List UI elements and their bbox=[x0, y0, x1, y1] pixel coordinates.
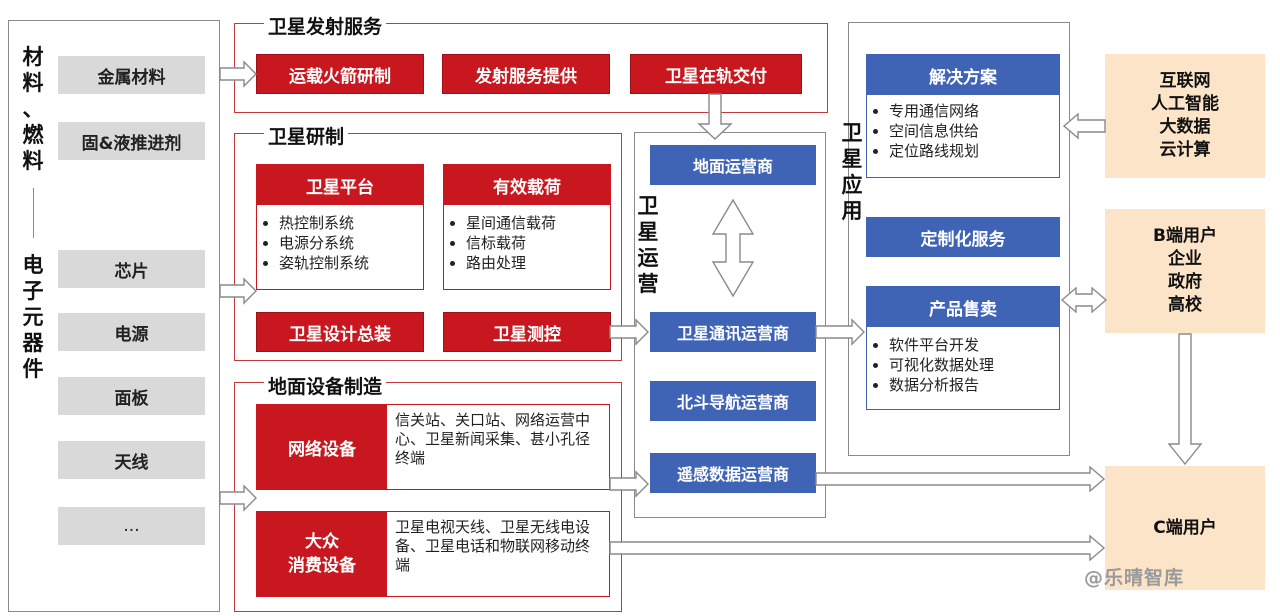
platform-item: 热控制系统 bbox=[279, 213, 423, 233]
network-equipment-label: 网络设备 bbox=[257, 405, 387, 489]
materials-vertical-label: 材 料 、 燃 料 bbox=[22, 45, 44, 173]
material-item: 金属材料 bbox=[58, 56, 205, 94]
platform-card: 卫星平台 热控制系统 电源分系统 姿轨控制系统 bbox=[256, 164, 424, 290]
consumer-equipment-label: 大众 消费设备 bbox=[257, 512, 387, 596]
b-end-users-box: B端用户 企业 政府 高校 bbox=[1105, 209, 1265, 333]
solutions-card: 解决方案 专用通信网络 空间信息供给 定位路线规划 bbox=[866, 54, 1060, 178]
electronics-item: ... bbox=[58, 507, 205, 545]
launch-section-title: 卫星发射服务 bbox=[264, 12, 387, 39]
products-item: 数据分析报告 bbox=[889, 375, 1059, 395]
assembly-box: 卫星设计总装 bbox=[256, 312, 424, 352]
payload-item: 星间通信载荷 bbox=[466, 213, 610, 233]
operator-item: 地面运营商 bbox=[650, 145, 816, 185]
electronics-item: 电源 bbox=[58, 313, 205, 351]
products-title: 产品售卖 bbox=[867, 287, 1059, 327]
right-arrow-icon bbox=[815, 465, 1106, 493]
platform-title: 卫星平台 bbox=[257, 165, 423, 205]
electronics-item: 芯片 bbox=[58, 250, 205, 288]
consumer-equipment-card: 大众 消费设备 卫星电视天线、卫星无线电设备、卫星电话和物联网移动终端 bbox=[256, 511, 610, 597]
products-card: 产品售卖 软件平台开发 可视化数据处理 数据分析报告 bbox=[866, 286, 1060, 410]
left-arrow-icon bbox=[1062, 112, 1106, 140]
ground-equipment-title: 地面设备制造 bbox=[264, 372, 387, 399]
payload-card: 有效载荷 星间通信载荷 信标载荷 路由处理 bbox=[443, 164, 611, 290]
c-end-users-box: C端用户 bbox=[1105, 466, 1265, 590]
launch-item: 卫星在轨交付 bbox=[630, 54, 802, 94]
products-item: 软件平台开发 bbox=[889, 335, 1059, 355]
applications-vertical-label: 卫 星 应 用 bbox=[841, 121, 863, 223]
electronics-vertical-label: 电 子 元 器 件 bbox=[22, 253, 44, 381]
electronics-item: 面板 bbox=[58, 377, 205, 415]
operations-vertical-label: 卫 星 运 营 bbox=[637, 194, 659, 296]
platform-item: 姿轨控制系统 bbox=[279, 253, 423, 273]
material-item: 固&液推进剂 bbox=[58, 122, 205, 160]
network-equipment-text: 信关站、关口站、网络运营中心、卫星新闻采集、甚小孔径终端 bbox=[395, 411, 591, 467]
custom-service-box: 定制化服务 bbox=[866, 217, 1060, 257]
launch-item: 发射服务提供 bbox=[442, 54, 610, 94]
electronics-item: 天线 bbox=[58, 441, 205, 479]
watermark: @乐晴智库 bbox=[1084, 567, 1185, 589]
network-equipment-card: 网络设备 信关站、关口站、网络运营中心、卫星新闻采集、甚小孔径终端 bbox=[256, 404, 610, 490]
solutions-item: 空间信息供给 bbox=[889, 121, 1059, 141]
payload-item: 路由处理 bbox=[466, 253, 610, 273]
solutions-title: 解决方案 bbox=[867, 55, 1059, 95]
tt-c-box: 卫星测控 bbox=[443, 312, 611, 352]
products-item: 可视化数据处理 bbox=[889, 355, 1059, 375]
solutions-item: 专用通信网络 bbox=[889, 101, 1059, 121]
payload-title: 有效载荷 bbox=[444, 165, 610, 205]
satellite-dev-title: 卫星研制 bbox=[264, 122, 349, 149]
solutions-item: 定位路线规划 bbox=[889, 141, 1059, 161]
operator-item: 北斗导航运营商 bbox=[650, 381, 816, 421]
down-arrow-icon bbox=[1167, 333, 1203, 466]
payload-item: 信标载荷 bbox=[466, 233, 610, 253]
consumer-equipment-text: 卫星电视天线、卫星无线电设备、卫星电话和物联网移动终端 bbox=[395, 518, 591, 574]
right-arrow-icon bbox=[609, 534, 1106, 562]
tech-box: 互联网 人工智能 大数据 云计算 bbox=[1105, 54, 1265, 178]
divider-line bbox=[33, 188, 34, 238]
launch-item: 运载火箭研制 bbox=[256, 54, 424, 94]
operator-item: 卫星通讯运营商 bbox=[650, 312, 816, 352]
operator-item: 遥感数据运营商 bbox=[650, 453, 816, 493]
platform-item: 电源分系统 bbox=[279, 233, 423, 253]
